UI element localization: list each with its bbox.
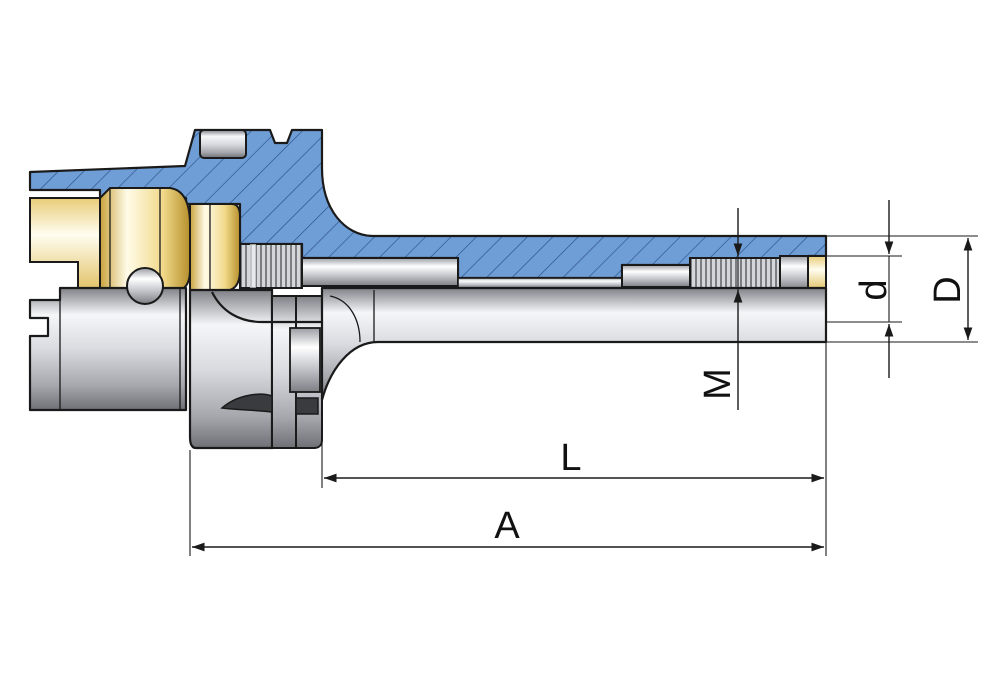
tip-insert-brass [807, 255, 827, 291]
label-A: A [494, 505, 520, 547]
inner-bore [457, 277, 623, 289]
clamping-ring-right [189, 203, 241, 291]
pull-screw [301, 257, 459, 287]
label-M: M [697, 368, 739, 400]
set-screw-thread [689, 257, 781, 291]
keyway-slot-2 [295, 397, 319, 415]
taper-shank [28, 286, 188, 412]
label-d: d [853, 279, 895, 300]
cutaway-window [289, 327, 321, 393]
locking-ball [126, 267, 164, 305]
extension-shank [320, 286, 828, 402]
keyway-slot [220, 393, 273, 413]
label-D: D [927, 276, 969, 303]
clamping-ring-left [29, 197, 101, 291]
label-L: L [560, 437, 581, 479]
tip-insert [779, 255, 809, 291]
drive-slot [199, 129, 247, 159]
stop-pin [621, 264, 691, 288]
clamp-screw-thread [239, 243, 303, 289]
